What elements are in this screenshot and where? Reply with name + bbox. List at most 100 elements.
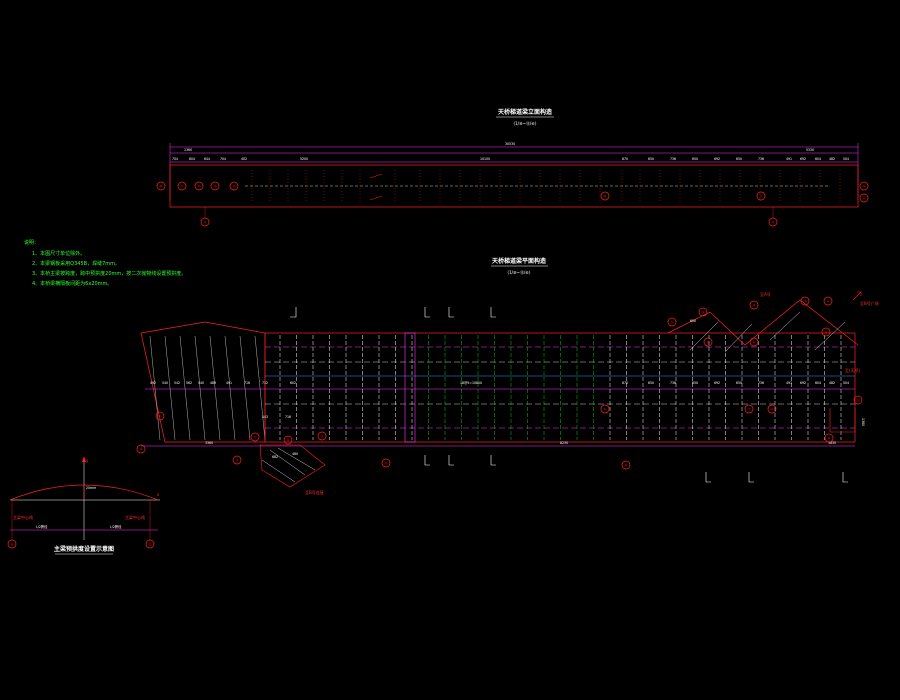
dimension-text: 650: [692, 381, 698, 385]
stair-tread-line: [239, 335, 251, 441]
svg-text:⑤: ⑤: [287, 439, 290, 443]
svg-text:⑦: ⑦: [748, 408, 751, 412]
svg-text:⑫: ⑫: [148, 542, 152, 547]
dimension-text: 540: [162, 381, 168, 385]
svg-text:⑦: ⑦: [760, 195, 763, 199]
svg-text:⑨: ⑨: [863, 185, 866, 189]
svg-text:④: ④: [233, 185, 236, 189]
svg-text:⑧: ⑧: [771, 408, 774, 412]
lower-stair-stub: 至B号连接: [259, 444, 326, 495]
elevation-dim-right: 5330: [806, 148, 814, 152]
svg-text:⑤: ⑤: [385, 462, 388, 466]
svg-text:⑥: ⑥: [753, 341, 756, 345]
dimension-text: 489: [210, 381, 216, 385]
plan-bottom-dim: 8230: [560, 441, 568, 445]
stair-tread-line: [149, 335, 161, 441]
axis-bubble: [194, 181, 204, 191]
plan-local-dim: 716: [285, 415, 291, 419]
dimension-text: 562: [186, 381, 192, 385]
plan-bottom-dim: 3830: [828, 441, 836, 445]
svg-text:③: ③: [214, 185, 217, 189]
elevation-dimension-lines: [169, 143, 859, 200]
elevation-dim-main: 30530: [505, 142, 515, 146]
elevation-scale: (1/⑩~⑫/⑥): [514, 120, 537, 126]
dimension-text: 604: [815, 381, 821, 385]
note-item: 1、本图尺寸单位除外。: [32, 250, 85, 257]
dimension-text: 692: [714, 157, 720, 161]
elevation-title: 天桥梯道梁立面构造: [498, 108, 552, 116]
dimension-text: 602: [290, 381, 296, 385]
dimension-text: 542: [174, 381, 180, 385]
dimension-text: 704: [220, 157, 226, 161]
camber-axis-y: y: [86, 458, 89, 463]
plan-title: 天桥梯道梁平面构造: [492, 257, 546, 265]
axis-bubble: [177, 181, 187, 191]
axis-bubble: [229, 181, 239, 191]
dimension-text: 692: [800, 157, 806, 161]
camber-curve: [9, 484, 159, 501]
svg-text:⑥: ⑥: [604, 195, 607, 199]
dimension-text: 5200: [300, 157, 308, 161]
dimension-text: 491: [226, 381, 232, 385]
svg-text:①: ①: [181, 185, 184, 189]
elevation-stiffeners: [251, 170, 841, 202]
svg-text:⑪: ⑪: [856, 398, 860, 403]
axis-bubble: [756, 191, 766, 201]
side-dimension: 1380: [861, 418, 865, 426]
stair-tread-line: [164, 335, 176, 441]
axis-bubble: [600, 191, 610, 201]
plan-view: 天桥梯道梁平面构造 (1/⑩~⑫/⑥): [136, 257, 879, 495]
plan-local-dim: 480: [292, 452, 298, 456]
dimension-text: 650: [736, 157, 742, 161]
svg-text:⑩: ⑩: [160, 185, 163, 189]
svg-text:③: ③: [236, 459, 239, 463]
camber-value: 20mm: [86, 486, 96, 490]
svg-text:④: ④: [753, 304, 756, 308]
svg-text:⑤: ⑤: [707, 341, 710, 345]
svg-text:⑧: ⑧: [827, 300, 830, 304]
elevation-girder-outline: [169, 164, 859, 208]
plan-axis-bubbles: ⑩ ⑤ ⑥ ⑥ ⑦ ⑧ ① ⑨ ⑪ ② ③ ④ ⑦ ⑧ ⑤ ⑥ ⑨ ② ③ ④ …: [136, 296, 863, 470]
elevation-axis-bubbles: ⑩ ① ② ③ ④ ⑤ ⑥ ⑦ ⑧ ⑨ ⑪: [156, 181, 869, 227]
dimension-text: 870: [622, 381, 628, 385]
notes-heading: 说明：: [24, 239, 39, 246]
svg-text:②: ②: [254, 436, 257, 440]
direction-label: 至(天桥): [845, 367, 861, 373]
svg-text:⑥: ⑥: [604, 408, 607, 412]
camber-title: 主梁预拱度设置示意图: [54, 545, 114, 553]
main-girder-plan: [145, 332, 856, 443]
dimension-text: 492: [150, 381, 156, 385]
dimension-text: 402: [241, 157, 247, 161]
dimension-text: 870: [622, 157, 628, 161]
svg-text:⑤: ⑤: [204, 221, 207, 225]
dimension-text: 540: [198, 381, 204, 385]
plan-local-dim: 600: [690, 319, 696, 323]
dimension-text: 491: [786, 381, 792, 385]
dimension-text: 712: [262, 381, 268, 385]
dimension-text: 736: [670, 381, 676, 385]
camber-half-span: L/2跨径: [110, 524, 122, 529]
axis-bubble: [859, 193, 869, 203]
dimension-text: 716: [244, 381, 250, 385]
elevation-break-marks: [369, 173, 383, 201]
direction-label: 至B号连接: [305, 489, 324, 495]
plan-local-dim: 443: [262, 415, 268, 419]
svg-text:③: ③: [702, 311, 705, 315]
note-item: 3、本桥主梁按跨度，跨中预拱度20mm，按二次抛物线设置预拱度。: [32, 270, 186, 277]
dimension-text: 736: [758, 381, 764, 385]
dimension-text: 704: [172, 157, 178, 161]
dimension-text: 604: [815, 157, 821, 161]
dimension-text: 736: [758, 157, 764, 161]
camber-diagram: y x 20mm 主梁中心线 主梁中心线 L/2跨径 L/2跨径 ⑩ ⑫ 主梁预…: [7, 456, 160, 555]
svg-text:⑩: ⑩: [140, 448, 143, 452]
svg-text:⑥: ⑥: [625, 464, 628, 468]
dimension-text: 482: [829, 381, 835, 385]
camber-right-label: 主梁中心线: [125, 514, 145, 520]
stair-tread-line: [224, 335, 236, 441]
dimension-text: 482: [829, 157, 835, 161]
svg-text:⑨: ⑨: [828, 437, 831, 441]
